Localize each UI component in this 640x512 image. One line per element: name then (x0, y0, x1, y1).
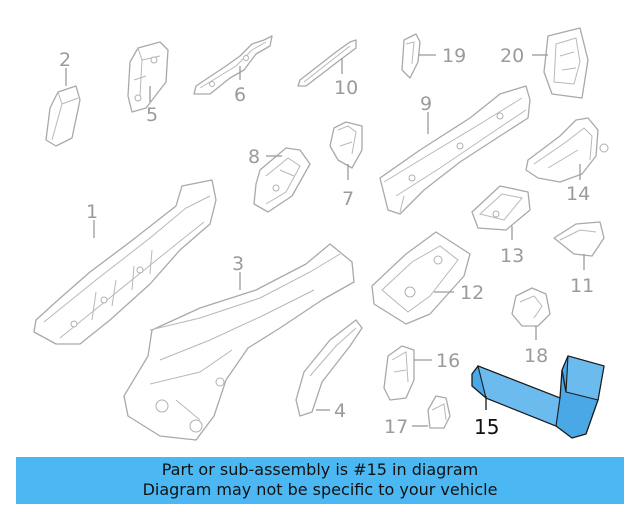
part-17[interactable] (427, 395, 451, 429)
part-6[interactable] (193, 35, 273, 95)
callout-18[interactable]: 18 (524, 345, 548, 367)
callout-10[interactable]: 10 (334, 77, 358, 99)
part-3[interactable] (123, 243, 355, 441)
callout-6[interactable]: 6 (234, 84, 246, 106)
callout-2[interactable]: 2 (59, 49, 71, 71)
callout-4[interactable]: 4 (334, 400, 346, 422)
callout-1[interactable]: 1 (86, 201, 98, 223)
part-12[interactable] (371, 231, 471, 325)
part-13[interactable] (471, 185, 531, 231)
part-10[interactable] (297, 39, 357, 87)
parts-diagram: 2 5 6 10 19 20 7 (33, 27, 609, 441)
callout-11[interactable]: 11 (570, 275, 594, 297)
banner-line-2: Diagram may not be specific to your vehi… (142, 480, 498, 499)
banner-line-1: Part or sub-assembly is #15 in diagram (161, 460, 479, 479)
callout-12[interactable]: 12 (460, 282, 484, 304)
part-18[interactable] (511, 287, 551, 327)
callout-19[interactable]: 19 (442, 45, 466, 67)
part-4[interactable] (295, 319, 363, 417)
part-20[interactable] (543, 27, 589, 99)
part-2[interactable] (45, 85, 81, 147)
callout-16[interactable]: 16 (436, 350, 460, 372)
callout-8[interactable]: 8 (248, 146, 260, 168)
callout-13[interactable]: 13 (500, 245, 524, 267)
callout-14[interactable]: 14 (566, 183, 590, 205)
callout-20[interactable]: 20 (500, 45, 524, 67)
callout-5[interactable]: 5 (146, 104, 158, 126)
part-7[interactable] (329, 121, 363, 169)
callout-9[interactable]: 9 (420, 93, 432, 115)
part-19[interactable] (401, 33, 421, 79)
part-1[interactable] (33, 179, 217, 345)
callout-17[interactable]: 17 (384, 416, 408, 438)
callout-15[interactable]: 15 (474, 415, 499, 439)
callout-7[interactable]: 7 (342, 188, 354, 210)
part-14[interactable] (525, 117, 609, 183)
part-11[interactable] (553, 221, 605, 257)
callout-3[interactable]: 3 (232, 253, 244, 275)
part-15-highlighted[interactable] (471, 355, 605, 439)
info-banner: Part or sub-assembly is #15 in diagram D… (16, 457, 624, 504)
part-8[interactable] (253, 147, 311, 213)
part-16[interactable] (383, 345, 415, 401)
part-9[interactable] (379, 85, 531, 215)
part-5[interactable] (127, 41, 169, 113)
